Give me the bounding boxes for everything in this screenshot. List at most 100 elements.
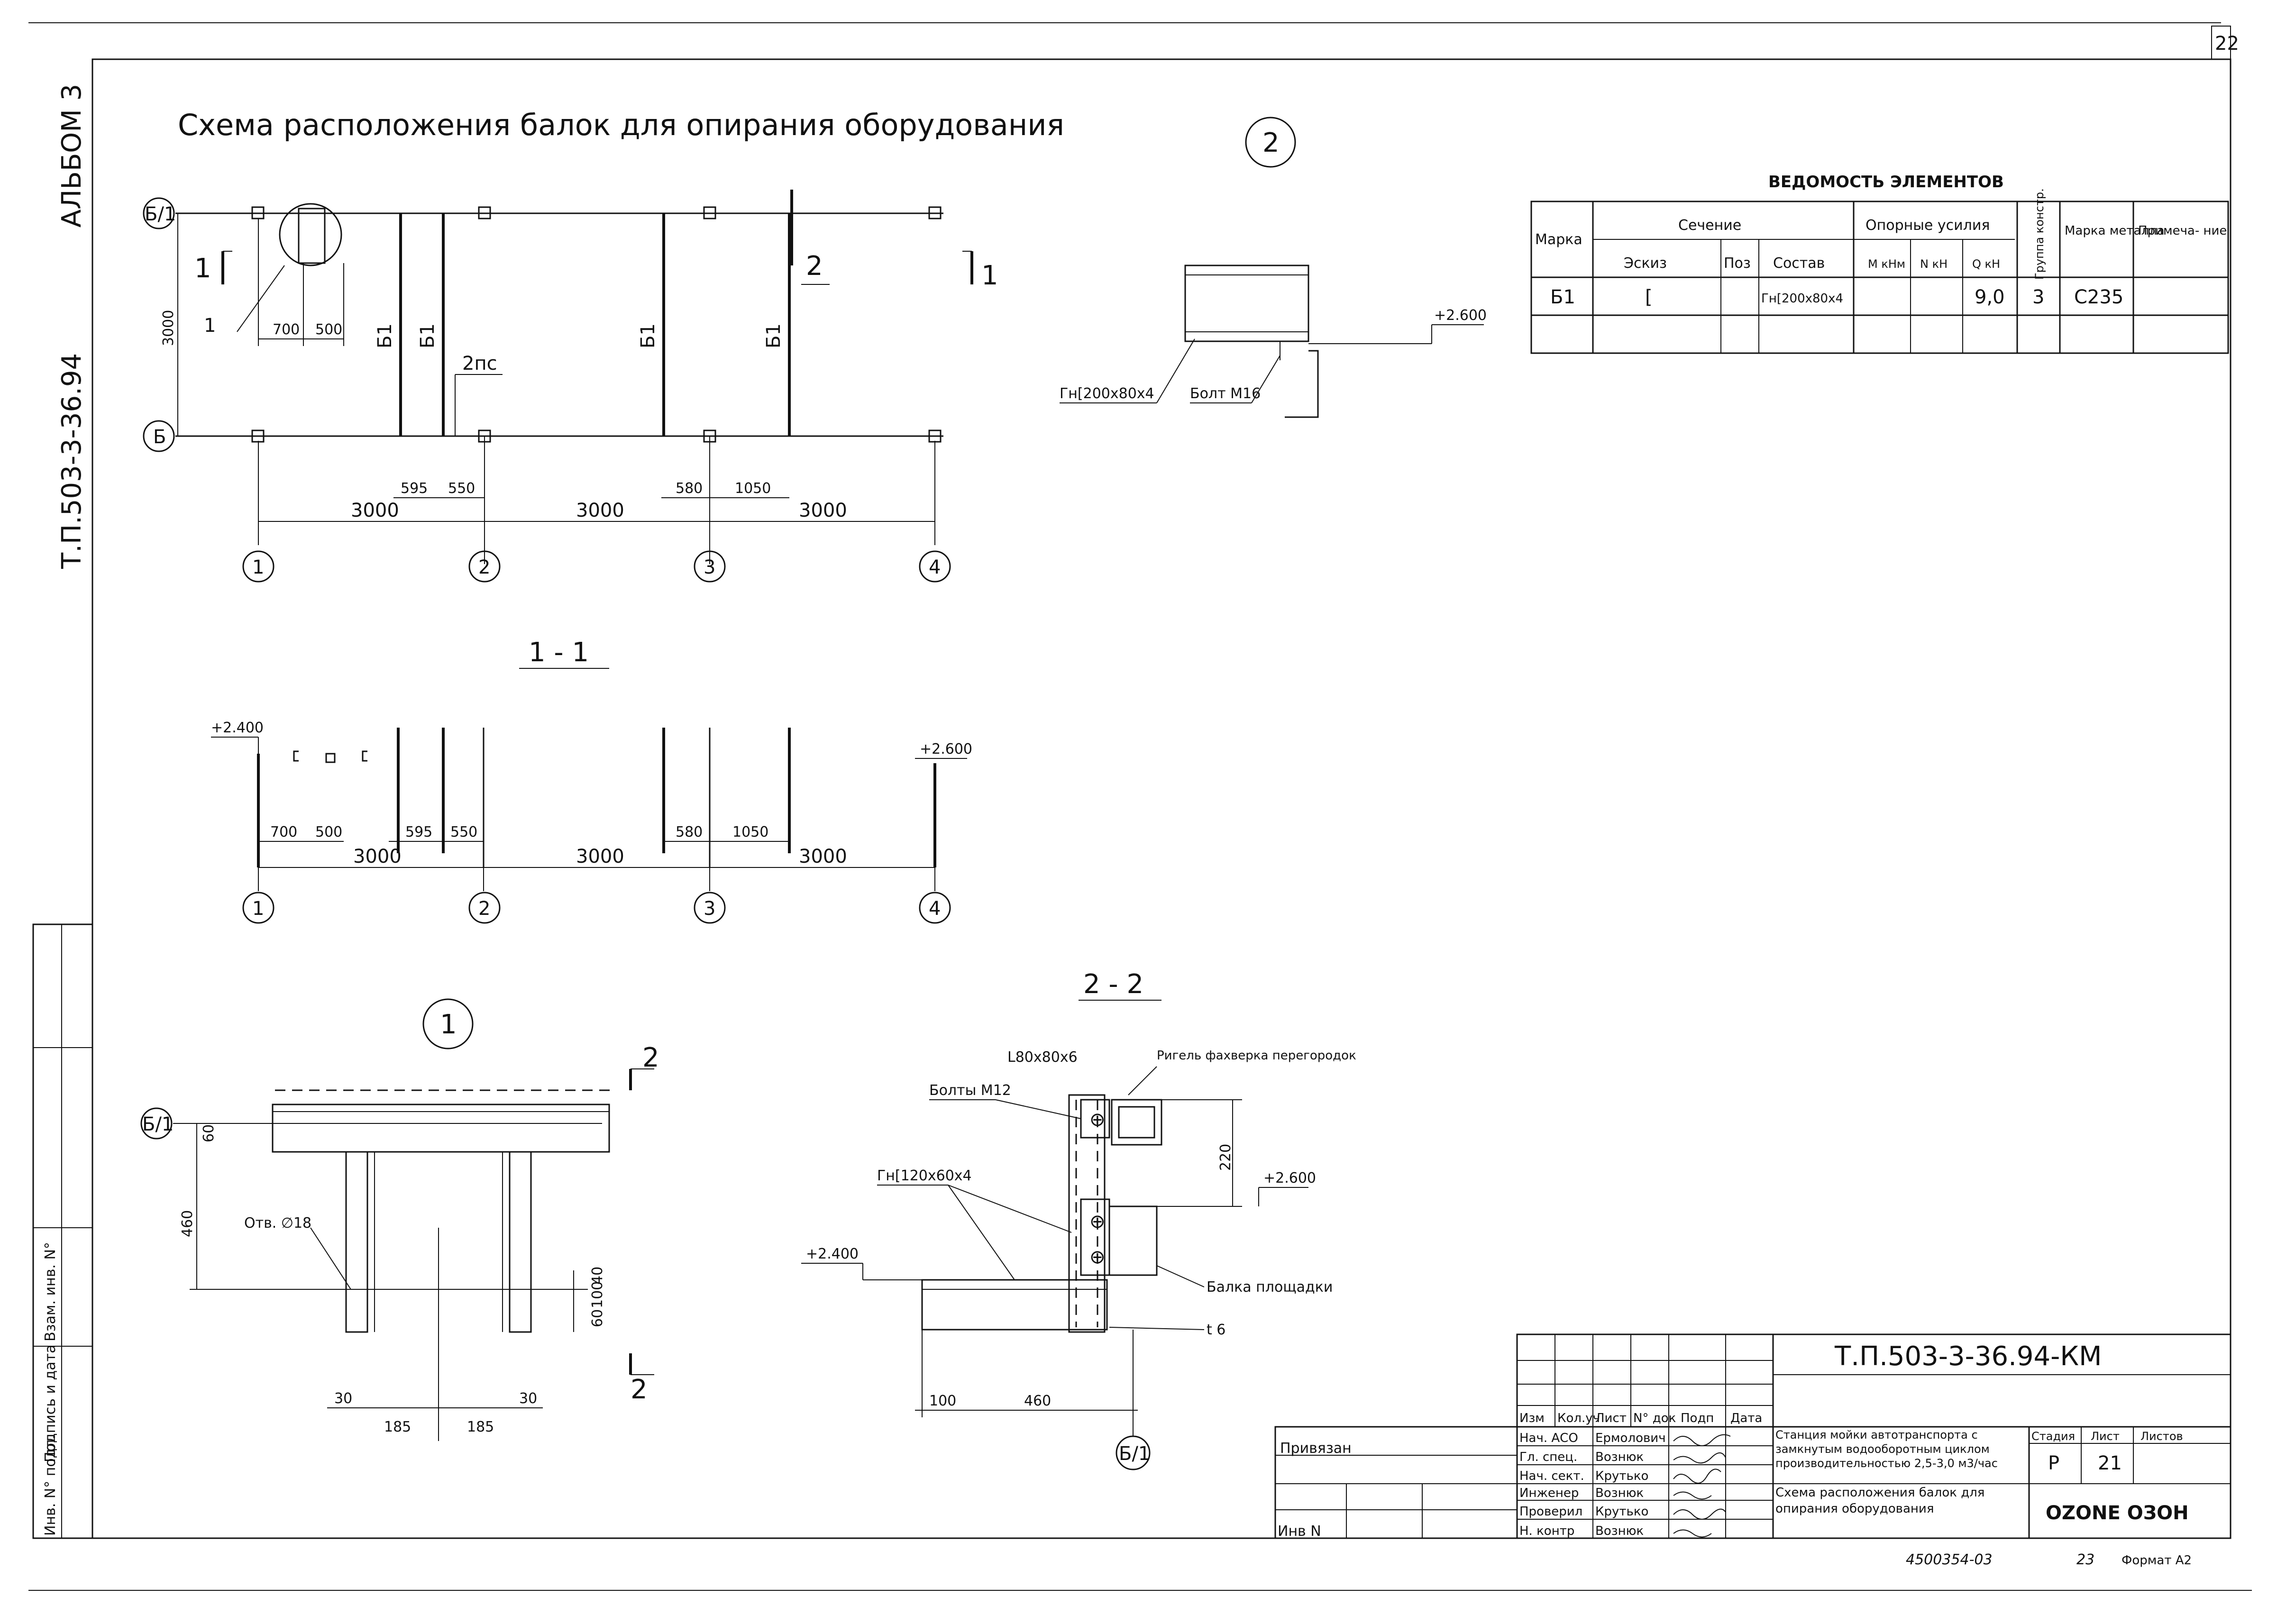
col-header: N° док: [1633, 1411, 1676, 1425]
axis-b: Б: [153, 426, 166, 448]
s11-span-dim: 3000: [799, 846, 847, 867]
s22-elev-top: +2.600: [1263, 1170, 1316, 1186]
plan-dim: 550: [448, 480, 475, 497]
s22-plate: t 6: [1207, 1322, 1225, 1338]
sheet-frame: 22: [28, 22, 2252, 1591]
archive-sheet: 23: [2076, 1551, 2094, 1568]
beam-mark: Б1: [637, 323, 659, 348]
th-section: Сечение: [1678, 217, 1741, 234]
section-2-2: 2 - 2 ⊕ ⊕ ⊕ L80x80x6 Болты М12 Ригель фа…: [801, 969, 1356, 1470]
drawing-code: Т.П.503-3-36.94-КМ: [1834, 1341, 2102, 1372]
name: Вознюк: [1595, 1450, 1644, 1464]
node-1-dim: 185: [467, 1419, 494, 1435]
th-composition: Состав: [1773, 255, 1825, 272]
sheet-label: Лист: [2091, 1430, 2120, 1443]
s22-bolts: Болты М12: [929, 1082, 1011, 1099]
role: Инженер: [1519, 1486, 1579, 1500]
section-1-1: 1 - 1 +2.400 +2.600 700 500 595 550 580 …: [211, 637, 972, 924]
s11-dim: 595: [405, 824, 432, 840]
axis-label: 2: [478, 898, 490, 920]
node-1-dim-right: 40: [589, 1267, 606, 1285]
node-1-dim: 30: [519, 1390, 537, 1407]
td-q: 9,0: [1975, 286, 2005, 308]
s11-dim: 580: [676, 824, 703, 840]
axis-label: 1: [252, 557, 264, 578]
plan-dim: 700: [273, 321, 300, 338]
plan-leader-1: 1: [204, 315, 216, 337]
node-2-bolt: Болт М16: [1190, 385, 1261, 402]
role: Нач. сект.: [1519, 1469, 1584, 1483]
col-header: Лист: [1595, 1411, 1627, 1425]
privyazan: Привязан: [1280, 1440, 1352, 1457]
axis-label: 3: [704, 898, 715, 920]
plan-dim: 1050: [735, 480, 771, 497]
section-2-2-title: 2 - 2: [1083, 969, 1143, 1000]
col-header: Подп: [1681, 1411, 1714, 1425]
section-1-1-title: 1 - 1: [529, 637, 589, 668]
s22-angle: L80x80x6: [1007, 1049, 1078, 1066]
role: Гл. спец.: [1519, 1450, 1577, 1464]
plan-dim: 500: [315, 321, 342, 338]
plan-span-dim: 3000: [351, 500, 399, 521]
stamp-inv-no: Инв. N° подл.: [42, 1435, 59, 1536]
dim-vertical-3000: 3000: [160, 310, 177, 346]
node-1-dim-right: 100: [589, 1281, 606, 1308]
plan-label-2pc: 2пс: [462, 353, 497, 374]
node-1-hole: Отв. ∅18: [244, 1215, 311, 1232]
s11-span-dim: 3000: [353, 846, 402, 867]
s22-elev-left: +2.400: [806, 1246, 859, 1262]
node-1-dim: 30: [334, 1390, 352, 1407]
name: Вознюк: [1595, 1486, 1644, 1500]
td-group: 3: [2032, 286, 2044, 308]
format: Формат А2: [2122, 1553, 2192, 1568]
drawing-title: Схема расположения балок для опирания об…: [178, 108, 1064, 142]
project-name-box: Станция мойки автотранспорта с замкнутым…: [1775, 1428, 1998, 1470]
role: Н. контр: [1519, 1524, 1574, 1538]
plan-dim: 580: [676, 480, 703, 497]
table-title: ВЕДОМОСТЬ ЭЛЕМЕНТОВ: [1768, 173, 2004, 192]
name: Ермолович: [1595, 1431, 1666, 1445]
node-1-axis: Б/1: [142, 1113, 174, 1135]
beam-mark: Б1: [763, 323, 785, 348]
stamp-sign-date: Подпись и дата: [42, 1345, 59, 1463]
node-2-detail: 2 +2.600 Гн[200x80x4 Болт М16: [1060, 117, 1487, 418]
sheet-number: 21: [2098, 1452, 2122, 1474]
s11-dim: 1050: [732, 824, 768, 840]
role: Проверил: [1519, 1505, 1582, 1519]
stage: Р: [2048, 1452, 2059, 1474]
plan-span-dim: 3000: [576, 500, 624, 521]
sheet-name: Схема расположения балок для опирания об…: [1775, 1486, 1985, 1516]
beam-plan: 1 2пс Б1 Б1 Б1 Б1 1 1 2 Б/1 Б 3000 700 5…: [143, 190, 998, 583]
node-1-cut: 2: [642, 1042, 659, 1073]
s11-dim: 500: [315, 824, 342, 840]
name: Крутько: [1595, 1505, 1648, 1519]
th-steel: Марка металла: [2065, 224, 2165, 238]
th-m: М кНм: [1868, 257, 1905, 271]
cut-marker-2: 2: [806, 251, 823, 282]
bolt-symbol: ⊕: [1089, 1246, 1106, 1268]
plan-span-dim: 3000: [799, 500, 847, 521]
side-album: АЛЬБОМ 3: [56, 84, 87, 228]
node-1-cut: 2: [631, 1374, 648, 1405]
node-2-elev: +2.600: [1434, 307, 1487, 324]
th-forces: Опорные усилия: [1865, 217, 1990, 234]
org-logo: OZONE ОЗОН: [2046, 1502, 2189, 1524]
elev-left: +2.400: [211, 720, 264, 736]
s11-span-dim: 3000: [576, 846, 624, 867]
s11-dim: 550: [450, 824, 477, 840]
th-pos: Поз: [1724, 255, 1751, 272]
inv-n: Инв N: [1278, 1523, 1321, 1540]
archive-no: 4500354-03: [1906, 1551, 1993, 1568]
cut-marker-1: 1: [194, 253, 211, 284]
s22-dim: 460: [1024, 1393, 1051, 1409]
plan-dim: 595: [401, 480, 428, 497]
project-name: Станция мойки автотранспорта с замкнутым…: [1775, 1428, 1998, 1470]
node-1-detail: 1 Б/1 Отв. ∅18 60 460 30 185 185 30 60 1…: [140, 998, 659, 1441]
elev-right: +2.600: [920, 741, 972, 757]
signatures: [1673, 1434, 1731, 1538]
page-number: 22: [2215, 33, 2239, 55]
axis-label: 2: [478, 557, 490, 578]
stage-label: Стадия: [2031, 1430, 2075, 1443]
name: Вознюк: [1595, 1524, 1644, 1538]
name: Крутько: [1595, 1469, 1648, 1483]
